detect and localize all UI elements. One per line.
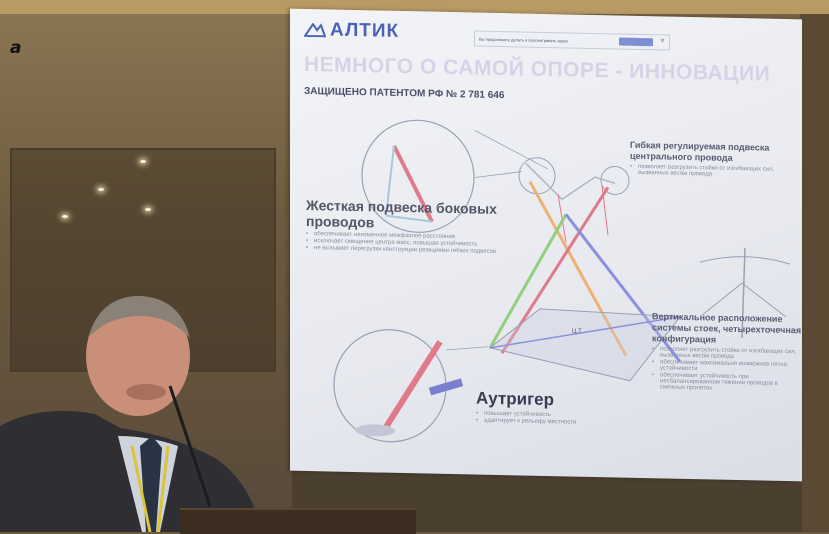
drop-arrow (557, 194, 567, 243)
tower-diagram: Ц.Т. (333, 119, 791, 443)
flex-bullets: позволяет разгрузить стойки от изгибающи… (630, 164, 798, 180)
outrigger-bracket (428, 378, 464, 396)
pointer-line (474, 171, 523, 178)
zoom-circle-top-right (600, 165, 630, 195)
light-reflection (140, 160, 146, 163)
wall-panel-right (800, 14, 829, 532)
tower-leg-green (488, 213, 568, 349)
speaker-hair (88, 296, 190, 338)
outrigger-leg (382, 340, 443, 431)
vertical-bullets: позволяет разгрузить стойки от изгибающи… (652, 346, 802, 393)
speaker-head (86, 296, 190, 416)
rigid-heading: Жесткая подвеска боковых проводов (306, 196, 497, 231)
vertical-layout-block: Вертикальное расположение системы стоек,… (652, 311, 802, 394)
flex-suspension-block: Гибкая регулируемая подвеска центральног… (630, 140, 798, 181)
logo-mark-icon (304, 22, 326, 38)
side-view-legs (701, 282, 787, 318)
rigid-insulator (385, 145, 395, 216)
pointer-line (474, 130, 549, 170)
speaker-mouth (126, 384, 166, 400)
rigid-suspension-block: Жесткая подвеска боковых проводов обеспе… (306, 197, 506, 256)
side-view-pole (741, 248, 746, 339)
tower-leg-orange (528, 180, 628, 357)
flex-heading: Гибкая регулируемая подвеска центральног… (630, 139, 770, 163)
zoom-circle-rigid (361, 119, 475, 233)
wall-top-trim (0, 0, 829, 14)
light-reflection (62, 215, 68, 218)
base-diagonal (489, 316, 681, 349)
outrigger-bullets: повышает устойчивость адаптирует к релье… (476, 411, 676, 428)
outrigger-foot (355, 424, 395, 437)
rigid-bullets: обеспечивает неизменное межфазное рассто… (306, 231, 506, 255)
outrigger-heading: Аутригер (476, 388, 555, 410)
tower-leg-blue (564, 213, 682, 363)
cg-label: Ц.Т. (572, 329, 583, 335)
podium (180, 508, 416, 534)
lanyard (130, 445, 152, 532)
figure-label: а (10, 38, 22, 58)
bullet-item: обеспечивает устойчивость при несбаланси… (652, 372, 802, 393)
microphone (168, 385, 212, 507)
light-reflection (98, 188, 104, 191)
rigid-arm (392, 144, 434, 223)
light-reflection (145, 208, 151, 211)
outrigger-block: Аутригер повышает устойчивость адаптируе… (476, 389, 676, 429)
company-logo: АЛТИК (304, 19, 399, 43)
vertical-heading: Вертикальное расположение системы стоек,… (652, 311, 802, 345)
rigid-base (385, 214, 433, 223)
lanyard (156, 445, 170, 532)
tower-leg-red (500, 186, 610, 354)
side-view-crossarm (699, 256, 791, 265)
speaker-figure (0, 296, 262, 532)
bullet-item: позволяет разгрузить стойки от изгибающи… (630, 164, 798, 180)
flex-suspension-wire (525, 163, 616, 201)
pointer-line (445, 346, 489, 351)
projection-screen: АЛТИК Вы продолжаете делать и просматрив… (290, 8, 802, 482)
